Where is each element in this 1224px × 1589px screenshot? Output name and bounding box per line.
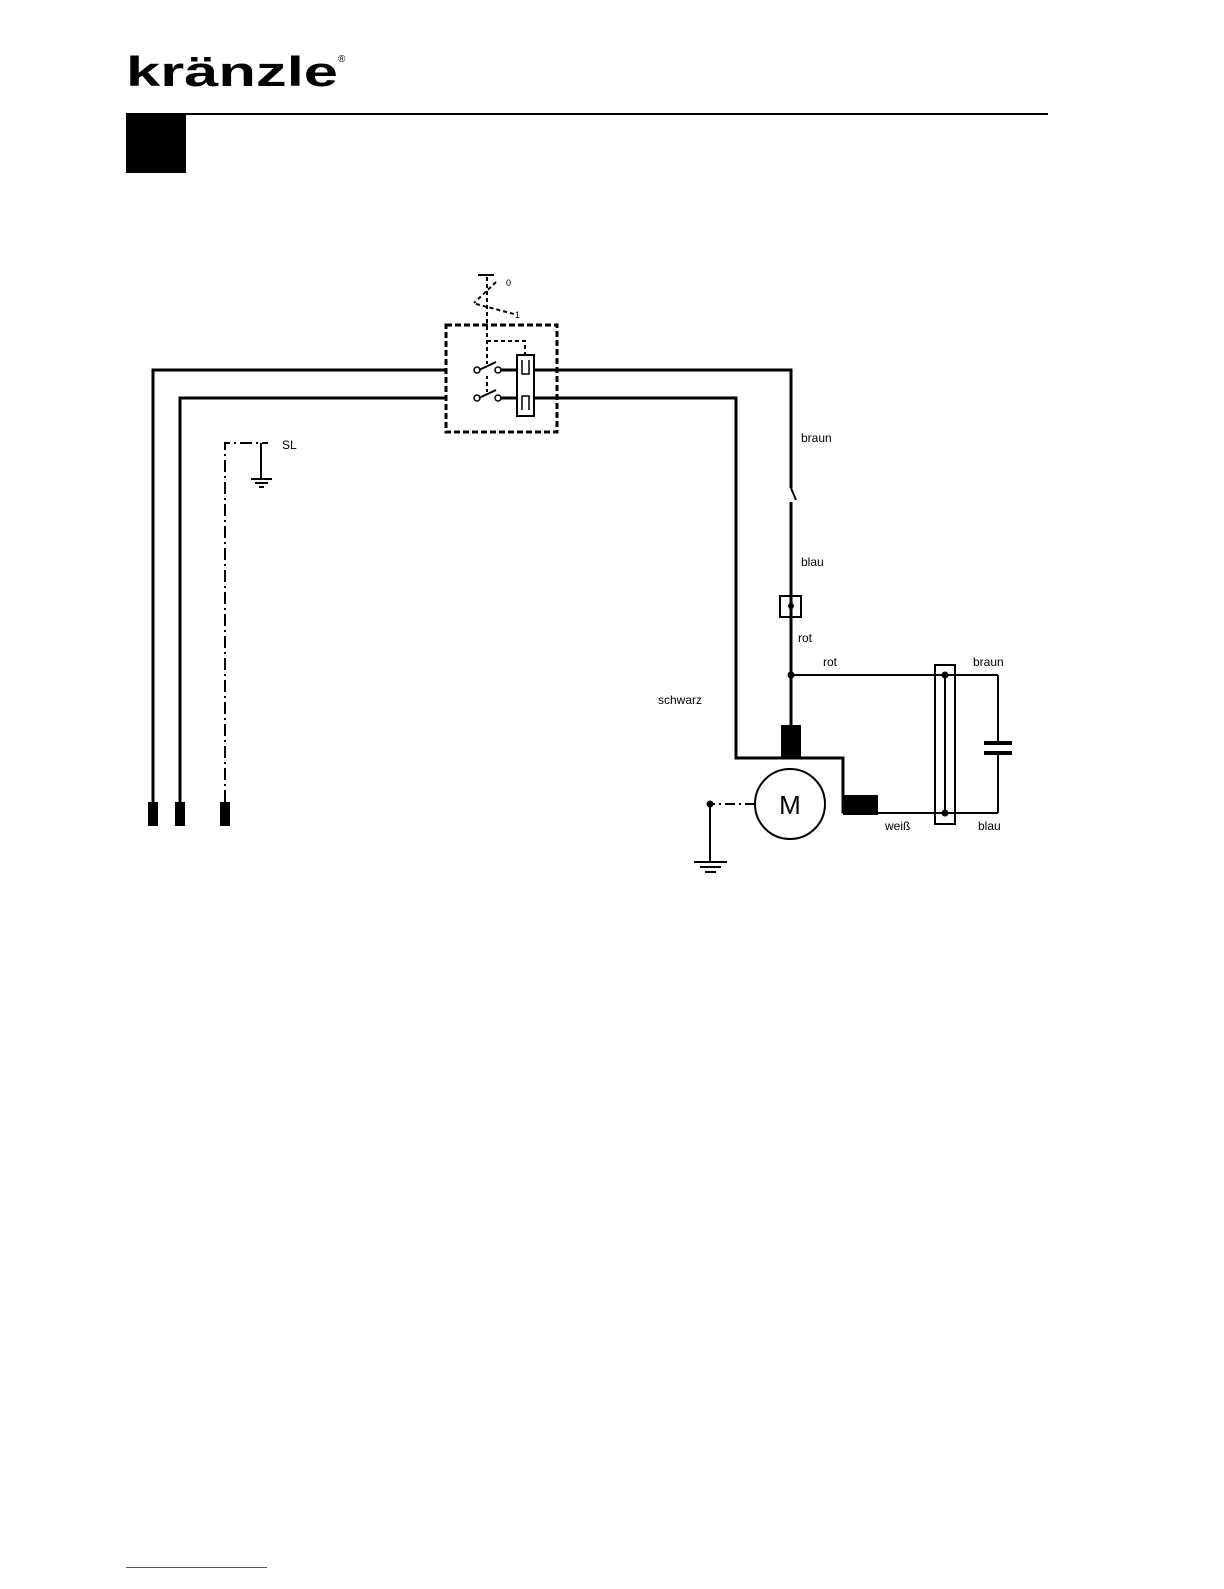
switch-state-1: 1 <box>515 310 520 320</box>
plug-pin-l <box>148 802 158 826</box>
registered-mark: ® <box>338 54 346 65</box>
ground-symbol-sl <box>251 443 272 487</box>
label-weiss: weiß <box>884 819 910 833</box>
section-marker-block <box>126 115 186 173</box>
main-switch-assembly: 0 1 <box>446 275 557 432</box>
motor-label: M <box>779 790 801 820</box>
label-schwarz: schwarz <box>658 693 702 707</box>
logo-text: kränzle <box>126 48 338 95</box>
plug-pin-n <box>175 802 185 826</box>
label-rot-vertical: rot <box>798 631 813 645</box>
label-blau-capacitor: blau <box>978 819 1001 833</box>
footer-rule <box>126 1567 267 1568</box>
motor-lead-sleeve-top <box>781 725 801 758</box>
switch-state-0: 0 <box>506 278 511 288</box>
protective-earth-wire <box>225 443 268 802</box>
label-blau-mid: blau <box>801 555 824 569</box>
pressure-switch-contact <box>791 488 796 500</box>
thermal-protector <box>517 355 534 416</box>
label-rot-horizontal: rot <box>823 655 838 669</box>
wire-line-l <box>153 370 791 802</box>
motor-ground-symbol <box>694 804 727 872</box>
label-sl: SL <box>282 438 297 452</box>
wire-line-n <box>180 398 878 812</box>
plug-pin-pe <box>220 802 230 826</box>
label-braun-capacitor: braun <box>973 655 1004 669</box>
motor-lead-sleeve-side <box>843 795 878 815</box>
label-braun-top: braun <box>801 431 832 445</box>
kranzle-logo: kränzle ® <box>126 48 346 95</box>
capacitor-symbol <box>984 675 1012 813</box>
